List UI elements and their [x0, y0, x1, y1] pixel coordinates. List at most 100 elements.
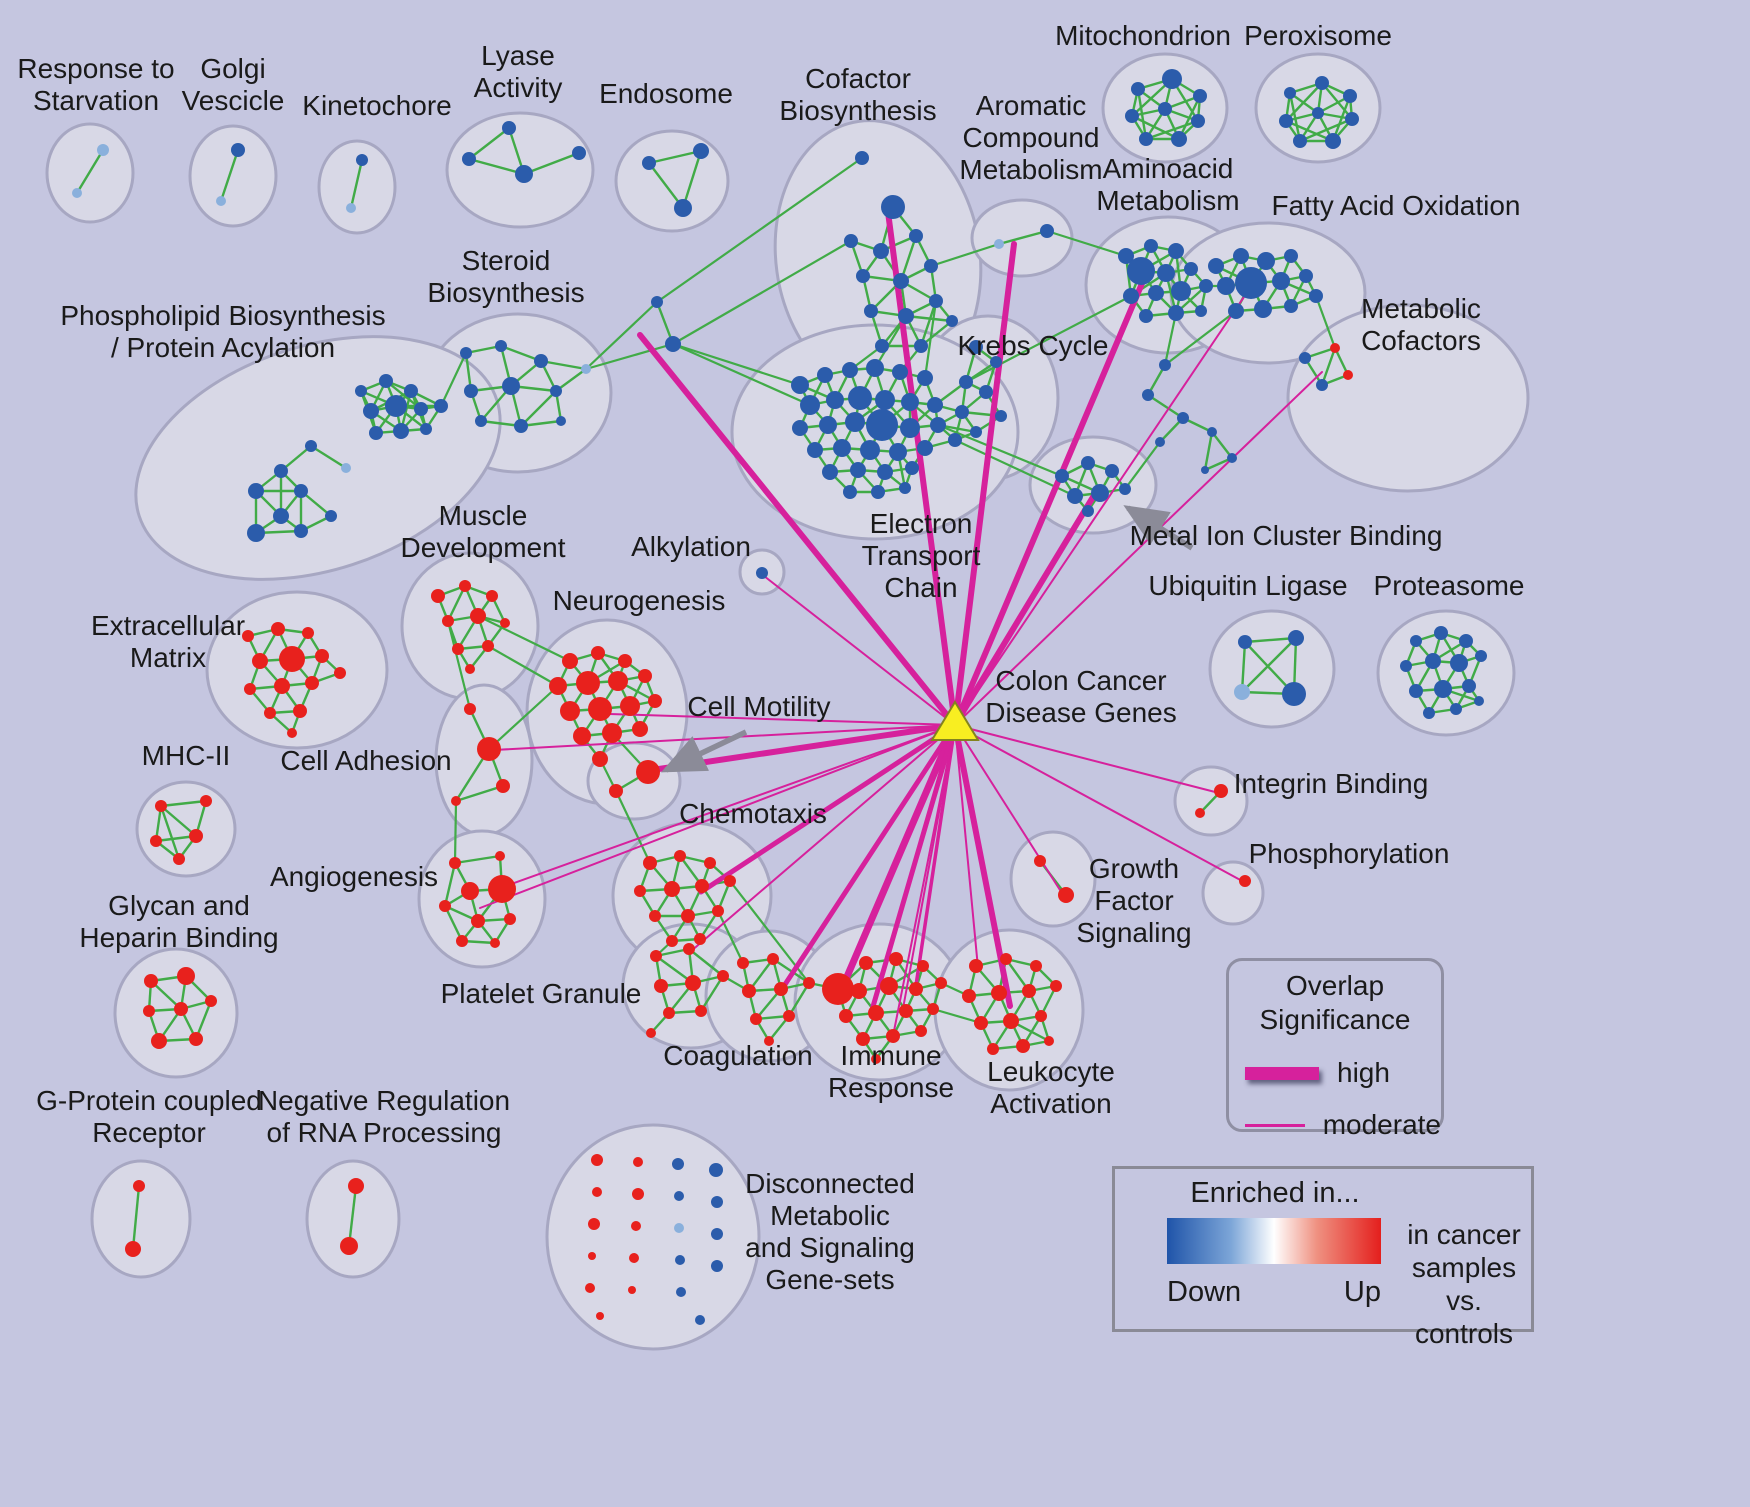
fatty-acid-oxidation-label: Fatty Acid Oxidation [1271, 190, 1520, 221]
gene-overlap-link [453, 800, 458, 864]
disconnected-genesets-node [631, 1221, 641, 1231]
enrichment-legend-note: in cancer samples vs. controls [1407, 1219, 1521, 1349]
response-starvation-edge [75, 149, 105, 194]
gprotein-coupled-receptor-node [125, 1241, 141, 1257]
disconnected-genesets-node [674, 1191, 684, 1201]
peroxisome-edge [1285, 119, 1334, 143]
leukocyte-activation-node [969, 959, 983, 973]
fatty-acid-oxidation-node [1299, 269, 1313, 283]
aminoacid-metabolism-node [1168, 305, 1184, 321]
electron-transport-chain-node [959, 375, 973, 389]
gene-overlap-link [937, 423, 1063, 478]
proteasome-node [1425, 653, 1441, 669]
phospholipid-protein-acylation-node [248, 483, 264, 499]
angiogenesis-node [471, 914, 485, 928]
neurogenesis-node [588, 697, 612, 721]
mhc-ii-edge [159, 805, 181, 860]
proteasome-label: Proteasome [1374, 570, 1525, 601]
aminoacid-metabolism-node [1199, 279, 1213, 293]
muscle-development-node [465, 664, 475, 674]
proteasome-node [1475, 650, 1487, 662]
high-significance-swatch [1245, 1066, 1319, 1080]
electron-transport-chain-node [901, 393, 919, 411]
ubiquitin-ligase-edge [1244, 636, 1297, 644]
muscle-development-node [459, 580, 471, 592]
endosome-node [674, 199, 692, 217]
electron-transport-chain-node [995, 410, 1007, 422]
chemotaxis-node [634, 885, 646, 897]
gprotein-coupled-receptor-cluster-ellipse [90, 1159, 192, 1279]
enrichment-legend-title: Enriched in... [1190, 1177, 1360, 1209]
neurogenesis-node [592, 751, 608, 767]
peroxisome-node [1343, 89, 1357, 103]
steroid-biosynthesis-node [581, 364, 591, 374]
ubiquitin-ligase-node [1234, 684, 1250, 700]
coagulation-node [803, 977, 815, 989]
aminoacid-metabolism-node [1195, 305, 1207, 317]
kinetochore-edge [349, 159, 364, 209]
mitochondrion-edge [1131, 114, 1180, 141]
lyase-activity-edge [523, 151, 580, 176]
neurogenesis-node [591, 646, 605, 660]
overlap-significance-edge [954, 371, 1323, 726]
fatty-acid-oxidation-node [1257, 252, 1275, 270]
coagulation-node [764, 1036, 774, 1046]
electron-transport-chain-node [826, 391, 844, 409]
aminoacid-metabolism-node [1171, 281, 1191, 301]
overlap-significance-edge [781, 722, 958, 989]
phospholipid-protein-acylation-node [404, 384, 418, 398]
down-label: Down [1167, 1276, 1242, 1308]
metabolic-cofactors-node [1330, 343, 1340, 353]
glycan-heparin-binding-node [189, 1032, 203, 1046]
phospholipid-protein-acylation-node [363, 403, 379, 419]
growth-factor-signaling-node [1058, 887, 1074, 903]
muscle-development-node [442, 615, 454, 627]
electron-transport-chain-node [807, 442, 823, 458]
gene-overlap-link [1163, 312, 1178, 366]
overlap-significance-edge [952, 271, 1149, 728]
proteasome-node [1459, 634, 1473, 648]
gene-overlap-link [446, 620, 472, 710]
muscle-development-node [431, 589, 445, 603]
metal-ion-cluster-binding-label: Metal Ion Cluster Binding [1130, 520, 1443, 551]
enrichment-gradient-labels: Down Up [1167, 1276, 1381, 1309]
metabolic-chain-node [1201, 466, 1209, 474]
gene-overlap-link [1046, 229, 1127, 258]
metabolic-cofactors-node [1299, 352, 1311, 364]
phospholipid-protein-acylation-node [325, 510, 337, 522]
muscle-development-edge [446, 585, 467, 622]
immune-response-node [899, 1004, 913, 1018]
steroid-biosynthesis-node [495, 340, 507, 352]
lyase-activity-edge [468, 157, 525, 176]
platelet-granule-edge [688, 948, 724, 977]
immune-response-node [886, 1029, 900, 1043]
disconnected-genesets-node [596, 1312, 604, 1320]
extracellular-matrix-node [264, 707, 276, 719]
phospholipid-protein-acylation-node [274, 464, 288, 478]
extracellular-matrix-node [242, 630, 254, 642]
electron-transport-chain-node [948, 433, 962, 447]
phospholipid-protein-acylation-node [247, 524, 265, 542]
enrichment-gradient-wrap: Down Up [1167, 1218, 1381, 1350]
phosphorylation-cluster-ellipse [1201, 860, 1265, 926]
phospholipid-protein-acylation-node [393, 423, 409, 439]
aromatic-compound-metabolism-node [994, 239, 1004, 249]
disconnected-genesets-node [585, 1283, 595, 1293]
immune-response-node [917, 960, 929, 972]
neurogenesis-node [573, 727, 591, 745]
metal-ion-cluster-binding-node [1119, 483, 1131, 495]
mhc-ii-node [155, 800, 167, 812]
ubiquitin-ligase-label: Ubiquitin Ligase [1148, 570, 1347, 601]
cofactor-biosynthesis-node [914, 339, 928, 353]
overlap-significance-legend: Overlap Significance high moderate [1226, 958, 1444, 1140]
ubiquitin-ligase-node [1288, 630, 1304, 646]
electron-transport-chain-node [877, 464, 893, 480]
overlap-legend-high-row: high [1245, 1057, 1441, 1089]
angiogenesis-node [490, 938, 500, 948]
